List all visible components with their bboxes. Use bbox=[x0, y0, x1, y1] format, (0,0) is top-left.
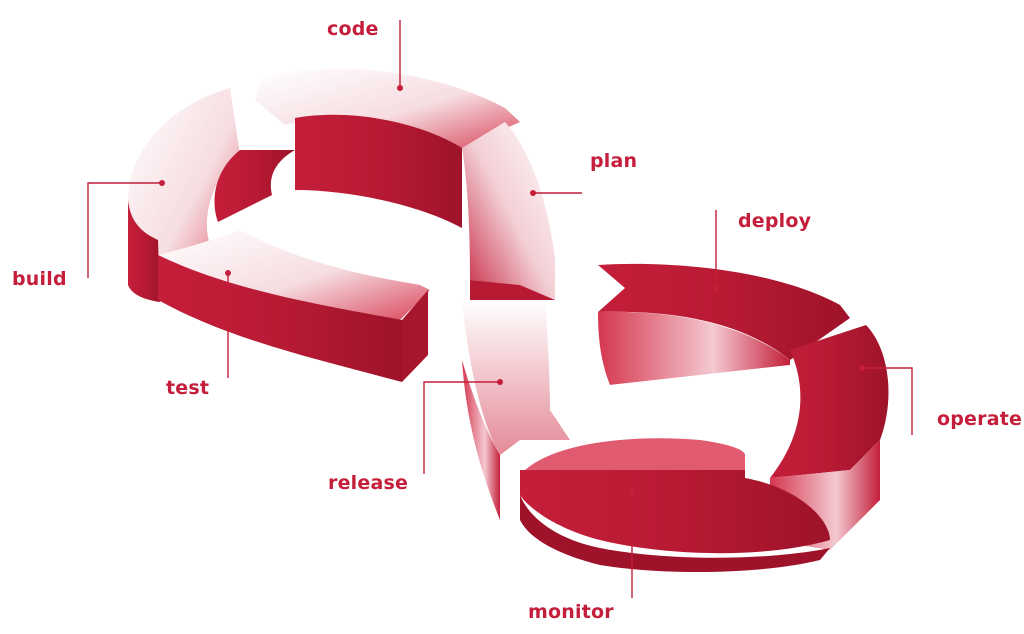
leader-operate bbox=[862, 367, 913, 435]
dot-release bbox=[497, 379, 503, 385]
dot-code bbox=[397, 85, 403, 91]
inner-ring-left bbox=[214, 150, 295, 222]
test-segment-wall bbox=[158, 255, 402, 382]
dot-build bbox=[159, 180, 165, 186]
label-release: release bbox=[328, 472, 409, 494]
leader-build bbox=[87, 182, 162, 278]
label-build: build bbox=[12, 268, 67, 290]
label-code: code bbox=[327, 18, 379, 40]
label-deploy: deploy bbox=[738, 210, 812, 232]
deploy-segment bbox=[598, 263, 850, 360]
leader-lines bbox=[87, 20, 913, 598]
release-segment bbox=[462, 300, 570, 455]
dot-deploy bbox=[713, 285, 719, 291]
test-segment-end bbox=[402, 290, 428, 382]
monitor-segment-face bbox=[520, 470, 830, 554]
leader-dots bbox=[159, 85, 865, 493]
label-plan: plan bbox=[590, 150, 638, 172]
monitor-segment bbox=[525, 438, 745, 478]
dot-plan bbox=[530, 190, 536, 196]
dot-monitor bbox=[629, 487, 635, 493]
code-segment bbox=[255, 68, 520, 148]
dot-operate bbox=[859, 365, 865, 371]
deploy-inner-ring bbox=[610, 365, 790, 411]
release-segment-wall bbox=[462, 360, 500, 520]
plan-segment bbox=[462, 122, 555, 300]
code-segment-wall bbox=[295, 114, 462, 228]
monitor-segment-wall bbox=[520, 495, 830, 572]
label-operate: operate bbox=[937, 408, 1023, 430]
build-segment-wall bbox=[128, 200, 160, 302]
deploy-segment-wall bbox=[598, 311, 790, 385]
label-test: test bbox=[166, 377, 210, 399]
dot-test bbox=[225, 270, 231, 276]
label-monitor: monitor bbox=[528, 601, 614, 623]
plan-segment-wall bbox=[470, 280, 555, 300]
operate-segment bbox=[770, 325, 889, 478]
leader-release bbox=[423, 381, 500, 474]
